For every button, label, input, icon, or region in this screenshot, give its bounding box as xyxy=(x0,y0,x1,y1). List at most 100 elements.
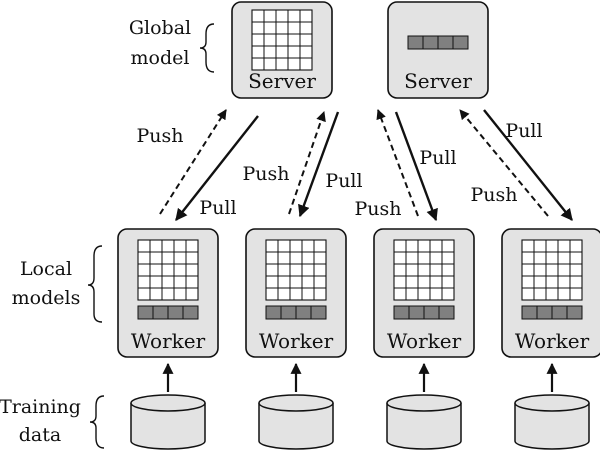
worker-3: Worker xyxy=(373,228,475,358)
arrow-2-line xyxy=(175,115,259,221)
arrow-8-line xyxy=(459,109,549,217)
server-1-label: Server xyxy=(248,69,316,93)
data-store-4-body xyxy=(514,403,590,450)
arrow-6: Push xyxy=(354,109,419,220)
server-2: Server xyxy=(387,1,489,99)
worker-4-bar-cell xyxy=(566,305,583,320)
global-model-brace xyxy=(199,23,215,73)
arrow-7-label: Pull xyxy=(505,120,542,142)
arrow-2-label: Pull xyxy=(199,197,236,219)
data-store-3-body xyxy=(386,403,462,450)
worker-1-bar-cell xyxy=(182,305,199,320)
worker-1-bar-cell xyxy=(152,305,169,320)
worker-2-matrix xyxy=(265,239,327,301)
arrow-3-line xyxy=(288,111,326,215)
worker-2-bar-cell xyxy=(280,305,297,320)
worker-4-matrix xyxy=(521,239,583,301)
worker-4-matrix-frame xyxy=(521,239,583,301)
arrow-7: Pull xyxy=(483,109,573,221)
worker-3-matrix xyxy=(393,239,455,301)
training-data-label-line2: data xyxy=(19,424,61,446)
arrow-3-label: Push xyxy=(242,163,289,185)
worker-1-label: Worker xyxy=(131,329,206,353)
arrow-7-line xyxy=(483,109,573,221)
local-models-label-line1: Local xyxy=(20,258,72,280)
arrow-3: Push xyxy=(242,111,326,215)
worker-4: Worker xyxy=(501,228,600,358)
global-model-label-line2: model xyxy=(131,47,190,69)
worker-2-bar-cell xyxy=(310,305,327,320)
workers: Worker Worker Worker Worker xyxy=(117,228,600,358)
data-store-1-top xyxy=(130,394,206,412)
worker-3-bar-cell xyxy=(393,305,410,320)
server-2-bar-cell xyxy=(452,35,469,50)
arrow-1-line xyxy=(159,109,227,215)
global-model-label: Global model xyxy=(129,17,215,73)
worker-4-bar-cell xyxy=(551,305,568,320)
worker-4-bar xyxy=(521,305,583,320)
worker-2-bar-cell xyxy=(295,305,312,320)
arrow-1: Push xyxy=(136,109,227,215)
worker-1-bar-cell xyxy=(137,305,154,320)
worker-1-matrix xyxy=(137,239,199,301)
worker-3-matrix-frame xyxy=(393,239,455,301)
arrow-5-label: Pull xyxy=(419,147,456,169)
server-1: Server xyxy=(231,1,333,99)
server-2-bar-icon xyxy=(407,35,469,50)
arrow-8-label: Push xyxy=(470,184,517,206)
arrow-4-line xyxy=(298,111,340,218)
training-data-brace xyxy=(89,395,105,449)
worker-1: Worker xyxy=(117,228,219,358)
arrow-6-label: Push xyxy=(354,198,401,220)
data-store-1-body xyxy=(130,403,206,450)
training-data-stores xyxy=(130,362,590,450)
training-data-label-line1: Training xyxy=(0,396,81,418)
arrow-6-line xyxy=(376,109,419,217)
data-store-1 xyxy=(130,362,206,450)
global-model-label-line1: Global xyxy=(129,17,191,39)
data-store-3-top xyxy=(386,394,462,412)
worker-2: Worker xyxy=(245,228,347,358)
server-2-bar-cell xyxy=(437,35,454,50)
arrow-4-label: Pull xyxy=(325,170,362,192)
arrow-8: Push xyxy=(459,109,549,217)
arrow-5: Pull xyxy=(394,111,457,222)
worker-3-bar xyxy=(393,305,455,320)
arrow-2: Pull xyxy=(175,115,259,221)
arrow-5-line xyxy=(394,111,438,222)
worker-2-bar-cell xyxy=(265,305,282,320)
server-2-label: Server xyxy=(404,69,472,93)
data-store-4-top xyxy=(514,394,590,412)
arrow-1-label: Push xyxy=(136,125,183,147)
local-models-label-line2: models xyxy=(12,287,81,309)
worker-1-bar xyxy=(137,305,199,320)
worker-2-bar xyxy=(265,305,327,320)
worker-3-label: Worker xyxy=(387,329,462,353)
worker-4-label: Worker xyxy=(515,329,590,353)
worker-2-label: Worker xyxy=(259,329,334,353)
data-store-2 xyxy=(258,362,334,450)
local-models-brace xyxy=(87,245,103,323)
data-store-4 xyxy=(514,362,590,450)
server-2-bar-cell xyxy=(422,35,439,50)
server-1-matrix-frame xyxy=(251,9,313,71)
data-store-3 xyxy=(386,362,462,450)
worker-4-bar-cell xyxy=(536,305,553,320)
training-data-label: Training data xyxy=(0,395,105,449)
arrow-4: Pull xyxy=(298,111,363,218)
server-2-bar-cell xyxy=(407,35,424,50)
server-2-bar xyxy=(407,35,469,50)
worker-1-matrix-frame xyxy=(137,239,199,301)
worker-4-bar-cell xyxy=(521,305,538,320)
worker-3-bar-cell xyxy=(423,305,440,320)
server-1-matrix xyxy=(251,9,313,71)
data-store-2-top xyxy=(258,394,334,412)
server-1-matrix-icon xyxy=(251,9,313,71)
worker-3-bar-cell xyxy=(408,305,425,320)
worker-1-bar-cell xyxy=(167,305,184,320)
data-store-2-body xyxy=(258,403,334,450)
worker-2-matrix-frame xyxy=(265,239,327,301)
server-2-box xyxy=(387,1,489,99)
